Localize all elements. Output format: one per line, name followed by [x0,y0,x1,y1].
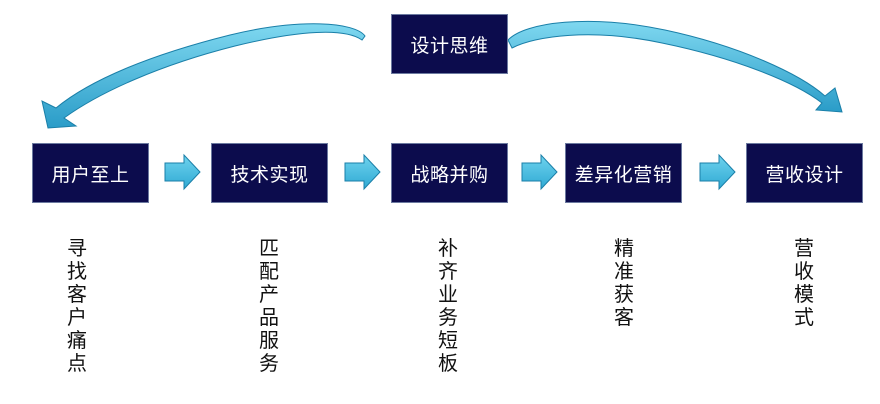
right-arrow-icon [521,153,558,191]
step-detail-tech: 匹配产品服务 [259,236,279,375]
left-curved-arrow-icon [41,23,366,129]
step-detail-acquisition: 补齐业务短板 [438,236,458,375]
step-label: 差异化营销 [574,163,673,186]
step-box-acquisition: 战略并购 [391,143,508,203]
step-box-tech: 技术实现 [211,143,328,203]
right-arrow-icon [164,153,201,191]
step-label: 战略并购 [410,163,489,186]
step-detail-marketing: 精准获客 [614,236,634,329]
step-label: 用户至上 [51,163,130,186]
design-thinking-box: 设计思维 [391,14,508,74]
step-box-user-first: 用户至上 [32,143,149,203]
step-detail-user-first: 寻找客户痛点 [67,236,87,375]
step-detail-revenue: 营收模式 [794,236,814,329]
step-label: 技术实现 [230,163,309,186]
right-curved-arrow-icon [507,20,843,113]
step-box-marketing: 差异化营销 [565,143,682,203]
right-arrow-icon [699,153,736,191]
step-box-revenue: 营收设计 [746,143,863,203]
step-label: 营收设计 [765,163,844,186]
design-thinking-label: 设计思维 [410,34,489,57]
right-arrow-icon [344,153,381,191]
